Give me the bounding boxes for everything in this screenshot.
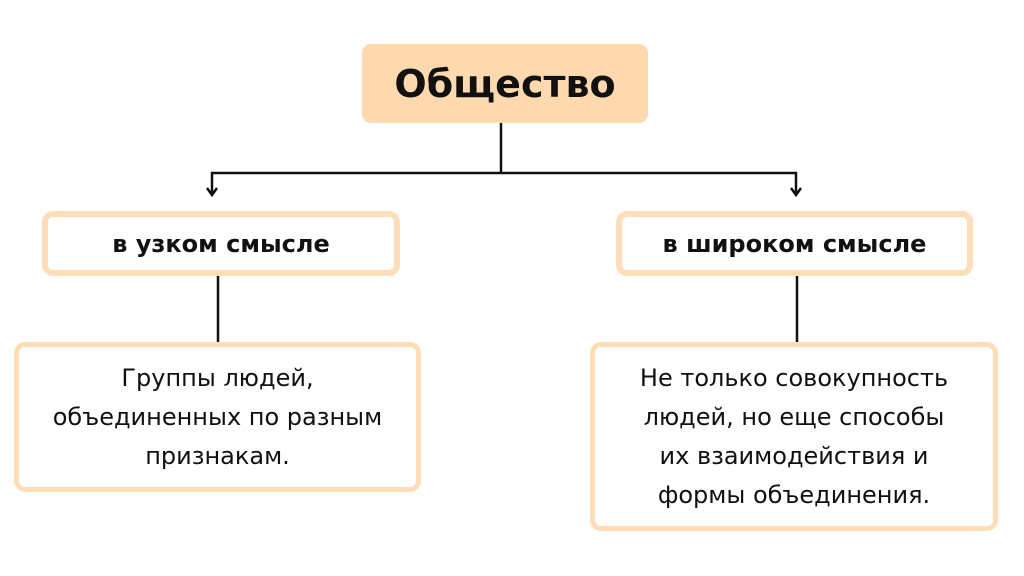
description-line: людей, но еще способы [643, 402, 945, 431]
description-line: их взаимодействия и [659, 441, 929, 470]
description-line: формы объединения. [657, 480, 931, 509]
broad-sense-node: в широком смысле [616, 211, 973, 276]
left-arrowhead [205, 187, 219, 198]
description-line: объединенных по разным [52, 402, 383, 431]
narrow-sense-description: Группы людей, объединенных по разным при… [14, 342, 421, 492]
narrow-sense-node: в узком смысле [42, 211, 400, 276]
description-line: Группы людей, [121, 363, 314, 392]
broad-sense-description: Не только совокупность людей, но еще спо… [590, 342, 998, 531]
description-line: Не только совокупность [639, 363, 949, 392]
root-node: Общество [362, 44, 648, 123]
description-line: признакам. [145, 441, 290, 470]
right-arrowhead [789, 187, 803, 198]
